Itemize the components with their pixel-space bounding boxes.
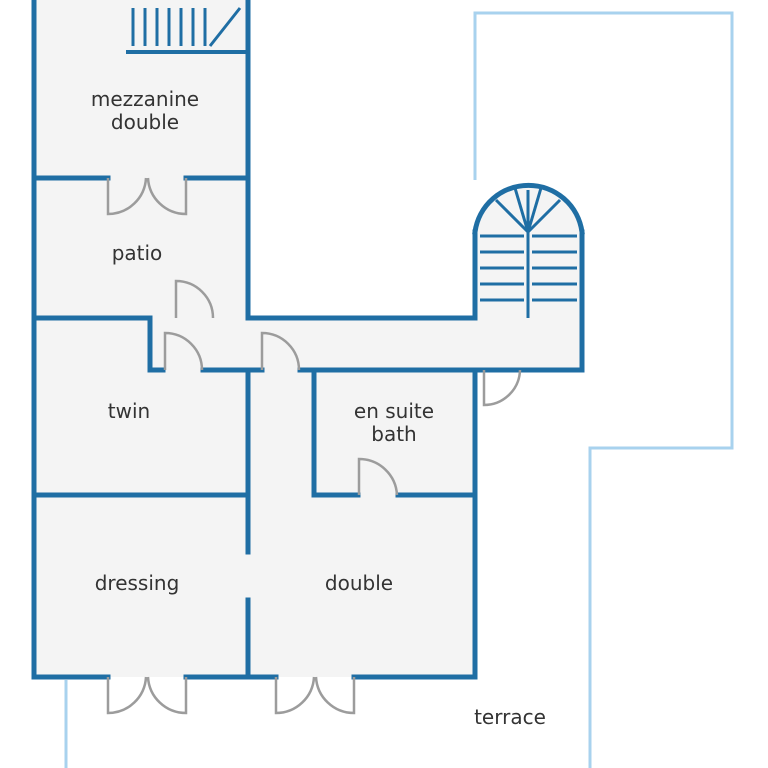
door-swing-icon[interactable] — [163, 331, 204, 371]
corridor-floor — [248, 370, 314, 495]
room-label-dressing: dressing — [95, 571, 180, 595]
patio-floor — [34, 178, 248, 318]
straight-staircase-icon — [126, 7, 248, 54]
door-swing-icon[interactable] — [260, 331, 301, 371]
en-suite-bath-floor — [314, 370, 475, 495]
room-label-terrace: terrace — [474, 705, 546, 729]
double-floor — [248, 495, 475, 677]
room-label-en-suite: en suite — [354, 399, 434, 423]
spiral-staircase-icon — [480, 187, 577, 318]
door-swing-icon[interactable] — [174, 279, 215, 319]
double-door-icon[interactable] — [106, 177, 188, 216]
room-label-mezzanine-double: double — [111, 110, 179, 134]
room-label-double: double — [325, 571, 393, 595]
room-label-bath: bath — [371, 422, 416, 446]
door-swing-icon[interactable] — [482, 369, 522, 407]
floor-fills — [34, 0, 582, 677]
mezzanine-double-floor — [34, 0, 248, 178]
dressing-floor — [34, 495, 248, 677]
terrace-outline — [64, 11, 734, 768]
hallway-floor — [150, 318, 582, 370]
door-swing-icon[interactable] — [357, 457, 399, 496]
room-label-twin: twin — [108, 399, 150, 423]
double-door-icon[interactable] — [274, 676, 356, 715]
room-label-mezzanine: mezzanine — [91, 87, 199, 111]
room-label-patio: patio — [112, 241, 163, 265]
double-door-icon[interactable] — [106, 676, 188, 715]
